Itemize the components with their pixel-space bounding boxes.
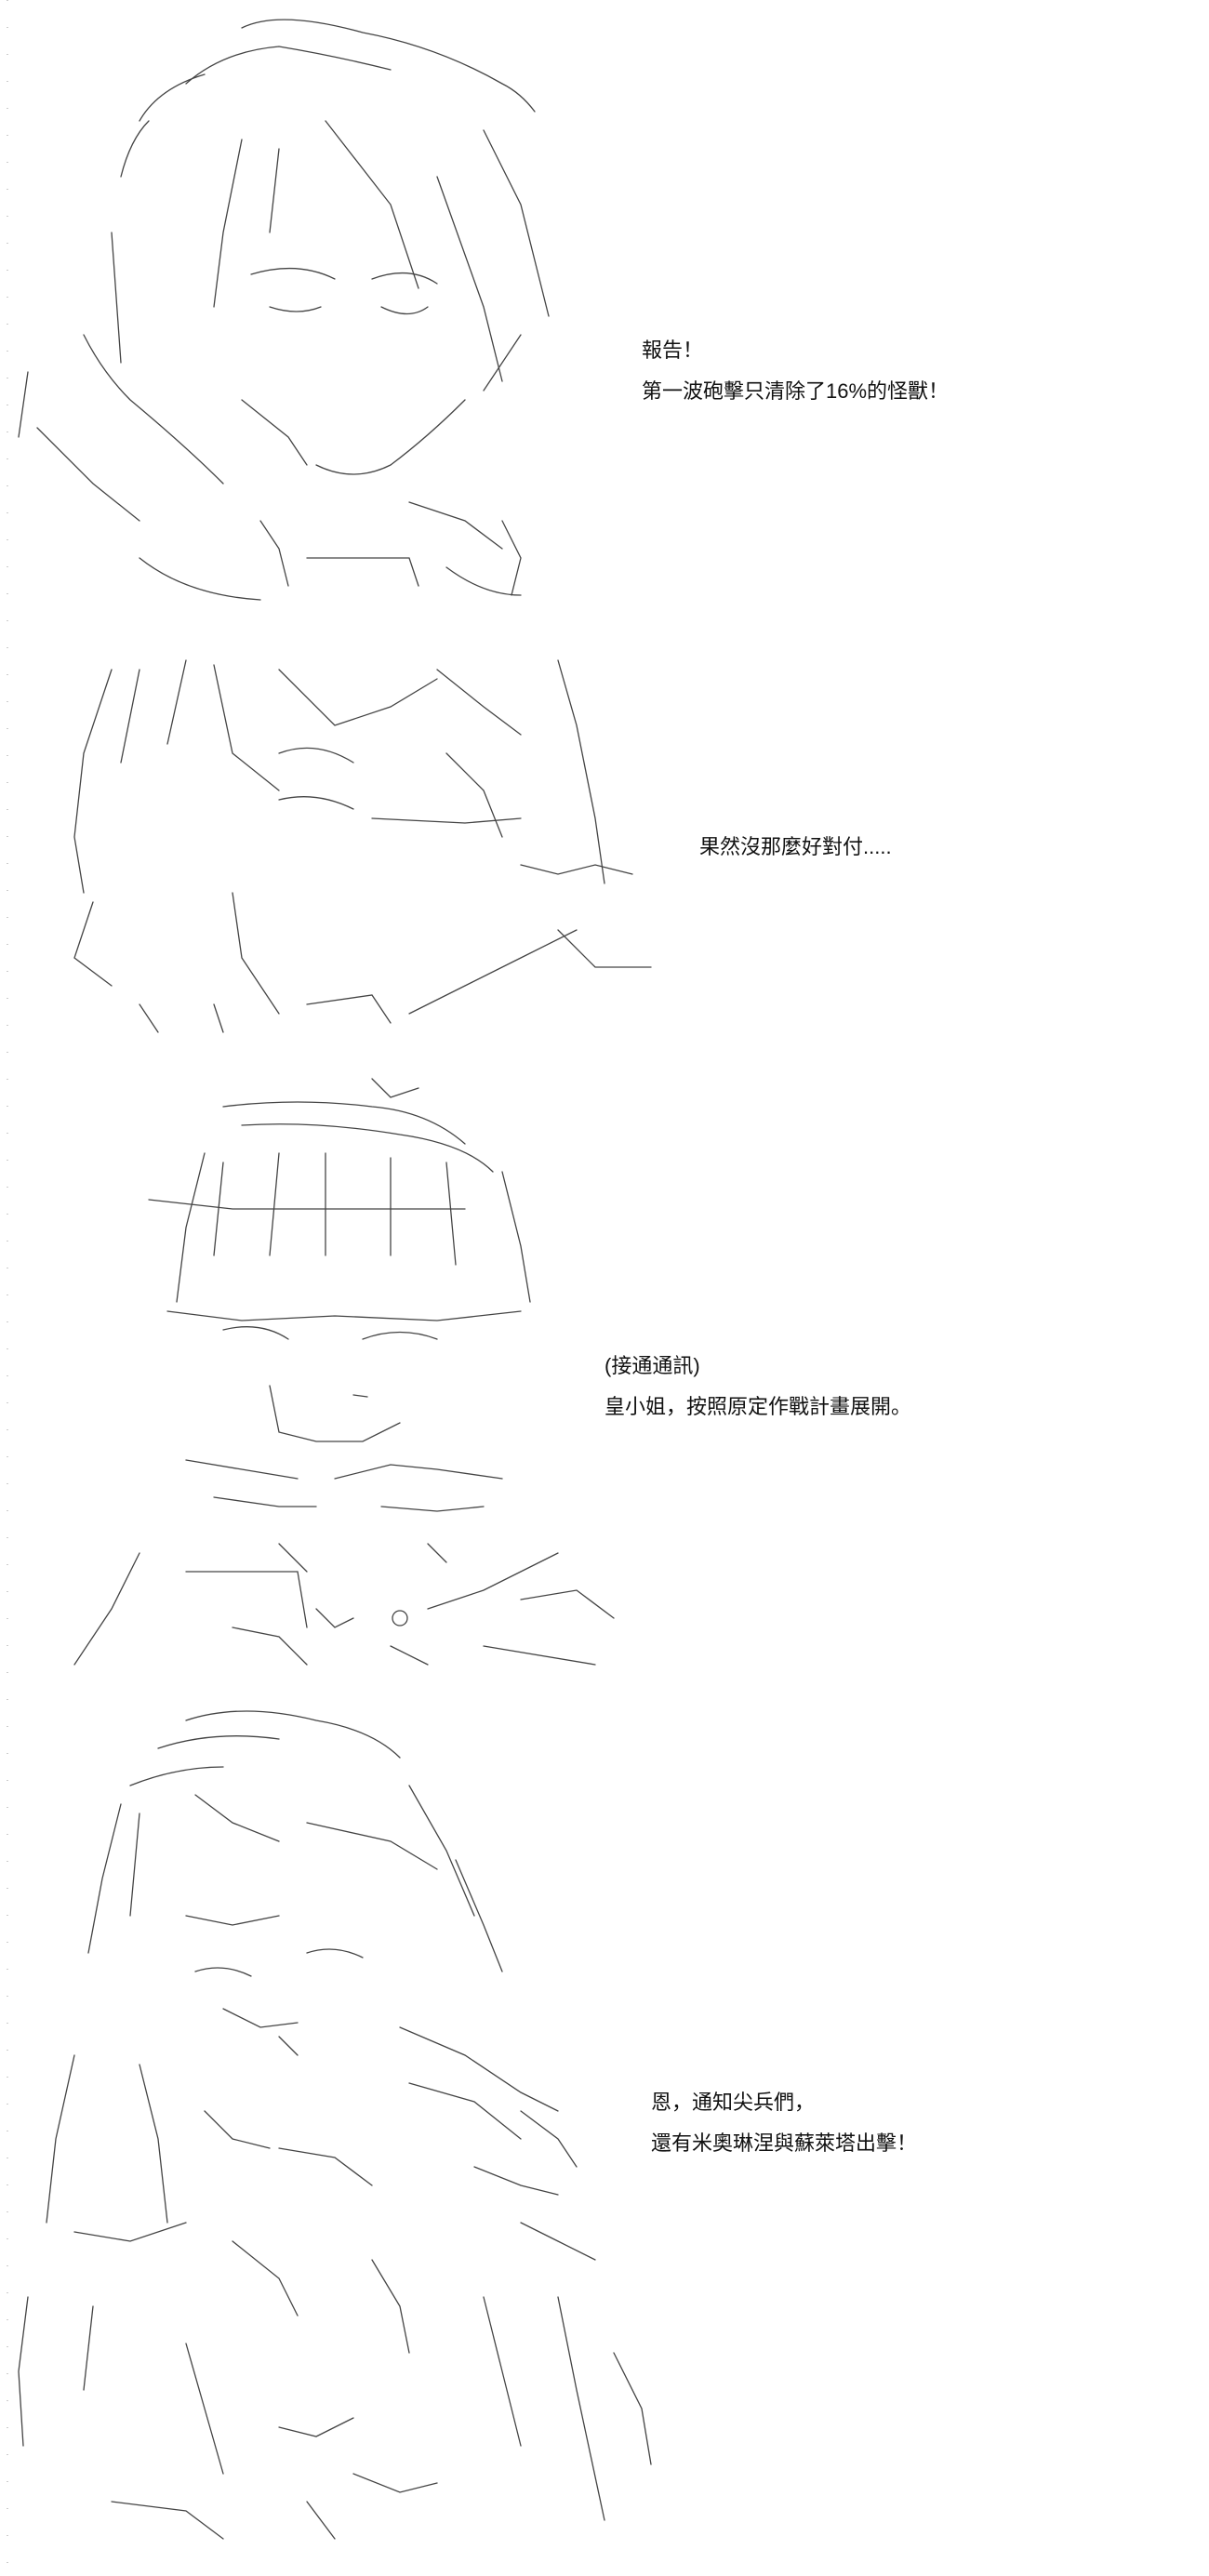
- dialog-line: 報告！: [642, 339, 704, 362]
- dialog-line: 皇小姐，按照原定作戰計畫展開。: [604, 1395, 912, 1418]
- panel-2: 果然沒那麼好對付.....: [0, 651, 1209, 1042]
- dialog-1: 報告！ 第一波砲擊只清除了16%的怪獸！: [642, 340, 949, 422]
- ascii-art-character-1: [0, 0, 707, 632]
- panel-3: (接通通訊) 皇小姐，按照原定作戰計畫展開。: [0, 1069, 1209, 1674]
- ascii-art-character-4: [0, 1702, 707, 2557]
- ascii-art-character-3: [0, 1069, 707, 1674]
- panel-1: 報告！ 第一波砲擊只清除了16%的怪獸！: [0, 0, 1209, 632]
- dialog-line: 第一波砲擊只清除了16%的怪獸！: [642, 379, 950, 403]
- dialog-2: 果然沒那麼好對付.....: [699, 837, 892, 878]
- dialog-line: (接通通訊): [604, 1354, 700, 1377]
- dialog-line: 還有米奧琳涅與蘇萊塔出擊！: [651, 2131, 918, 2155]
- dialog-line: 恩，通知尖兵們，: [651, 2091, 816, 2114]
- left-edge-dots: [6, 0, 9, 2576]
- dialog-3: (接通通訊) 皇小姐，按照原定作戰計畫展開。: [604, 1356, 911, 1438]
- dialog-4: 恩，通知尖兵們， 還有米奧琳涅與蘇萊塔出擊！: [651, 2092, 917, 2174]
- ascii-art-character-2: [0, 651, 707, 1042]
- dialog-line: 果然沒那麼好對付.....: [699, 835, 892, 858]
- panel-4: 恩，通知尖兵們， 還有米奧琳涅與蘇萊塔出擊！: [0, 1702, 1209, 2557]
